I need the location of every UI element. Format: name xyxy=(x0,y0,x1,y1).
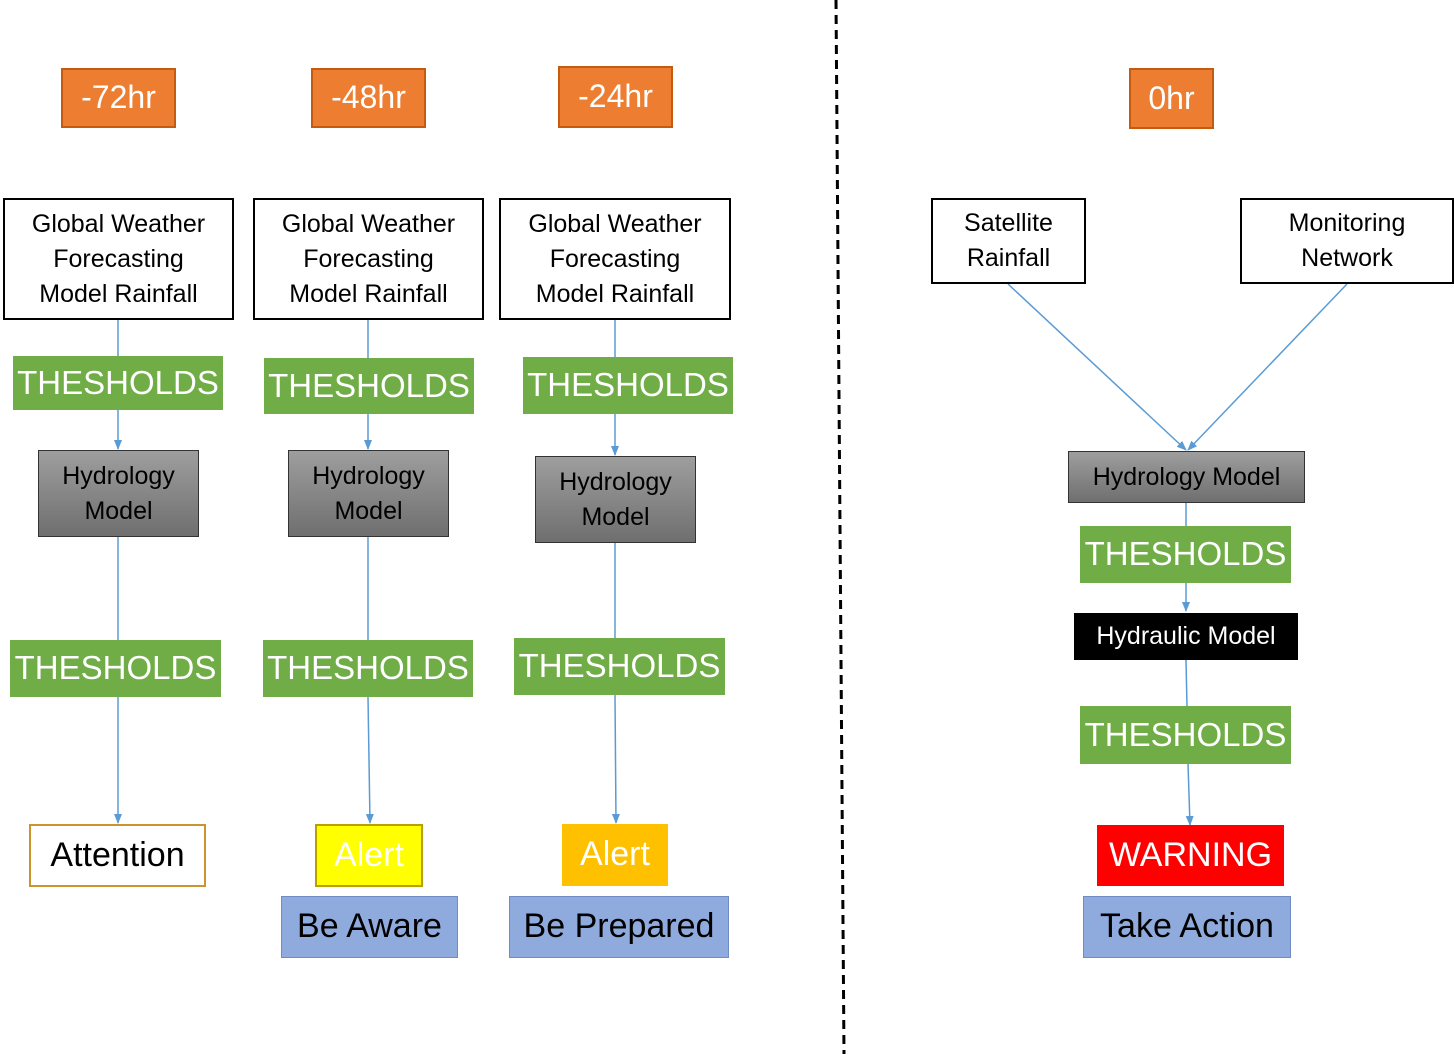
connector-hydraulic-threshold xyxy=(1185,659,1188,707)
time-label-24hr: -24hr xyxy=(558,66,673,128)
action-be-aware: Be Aware xyxy=(281,896,458,958)
source-gwfm-rainfall: Global Weather Forecasting Model Rainfal… xyxy=(3,198,234,320)
threshold-box: THESHOLDS xyxy=(264,358,474,414)
hydrology-model-box: Hydrology Model xyxy=(535,456,696,543)
source-satellite-rainfall: Satellite Rainfall xyxy=(931,198,1086,284)
connector-c3-threshold-level xyxy=(611,694,620,824)
hydrology-model-box: Hydrology Model xyxy=(38,450,199,537)
threshold-box: THESHOLDS xyxy=(514,638,725,695)
connector-threshold-warning xyxy=(1185,763,1194,826)
source-gwfm-rainfall: Global Weather Forecasting Model Rainfal… xyxy=(499,198,731,320)
level-attention: Attention xyxy=(29,824,206,887)
level-alert-yellow: Alert xyxy=(315,824,423,887)
threshold-box: THESHOLDS xyxy=(263,640,473,697)
hydrology-model-box: Hydrology Model xyxy=(1068,451,1305,503)
time-label-48hr: -48hr xyxy=(311,68,426,128)
threshold-box: THESHOLDS xyxy=(10,640,221,697)
threshold-box: THESHOLDS xyxy=(1080,706,1291,764)
action-take-action: Take Action xyxy=(1083,896,1291,958)
level-alert-amber: Alert xyxy=(562,824,668,886)
threshold-box: THESHOLDS xyxy=(13,356,223,410)
time-label-0hr: 0hr xyxy=(1129,68,1214,129)
divider-line xyxy=(834,0,846,1054)
level-warning: WARNING xyxy=(1097,825,1284,886)
action-be-prepared: Be Prepared xyxy=(509,896,729,958)
threshold-box: THESHOLDS xyxy=(523,357,733,414)
time-label-72hr: -72hr xyxy=(61,68,176,128)
source-monitoring-network: Monitoring Network xyxy=(1240,198,1454,284)
connector-network-model xyxy=(1187,283,1348,451)
source-gwfm-rainfall: Global Weather Forecasting Model Rainfal… xyxy=(253,198,484,320)
connector-c2-threshold-level xyxy=(365,696,374,824)
hydraulic-model-box: Hydraulic Model xyxy=(1074,613,1298,660)
connector-satellite-model xyxy=(1007,283,1187,451)
hydrology-model-box: Hydrology Model xyxy=(288,450,449,537)
threshold-box: THESHOLDS xyxy=(1080,526,1291,583)
